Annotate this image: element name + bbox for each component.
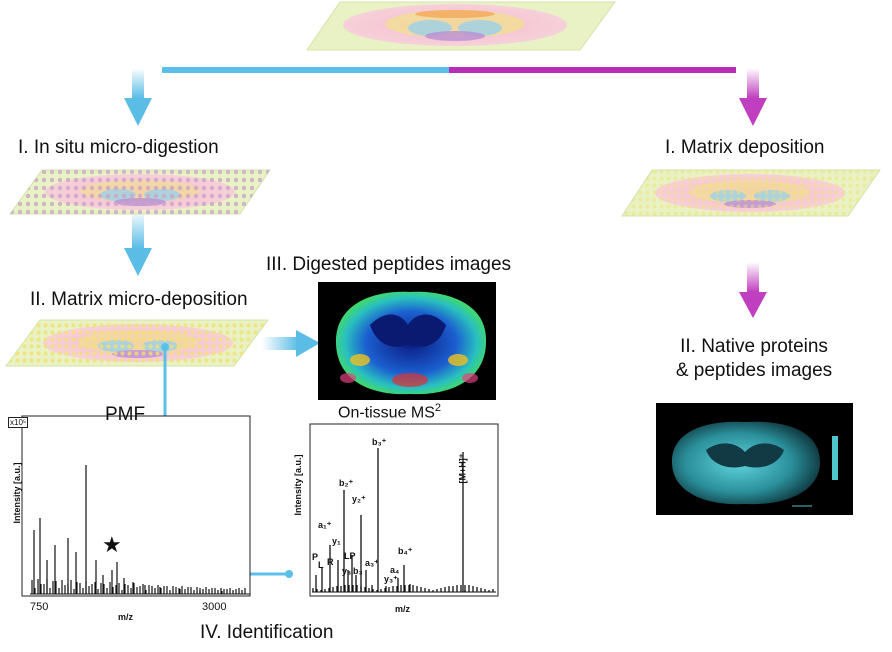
digestion-tissue-slide xyxy=(9,169,271,215)
top-tissue-slide xyxy=(306,1,616,51)
ms2-spectrum xyxy=(309,423,499,597)
right-branch-bar xyxy=(449,67,736,73)
step-digested-images-label: III. Digested peptides images xyxy=(266,254,512,275)
ms2-peak-label: b₃⁺ xyxy=(372,437,387,447)
ms2-x-axis-label: m/z xyxy=(395,604,411,614)
pmf-x-axis-label: m/z xyxy=(118,612,134,622)
matrix-deposition-tissue-slide xyxy=(621,169,881,217)
ms2-peak-label: LP xyxy=(344,551,356,561)
ms2-peak-label: y₁ xyxy=(332,536,341,546)
ms2-peak-label: a₁⁺ xyxy=(318,520,332,530)
left-branch-bar xyxy=(162,67,449,73)
arrow-down-icon xyxy=(124,68,152,126)
ms2-peak-label: b₄⁺ xyxy=(398,546,413,556)
ms2-peak-label: b₃ xyxy=(353,566,363,576)
arrow-down-icon xyxy=(739,68,767,126)
pmf-spectrum xyxy=(21,415,251,597)
pmf-label: PMF xyxy=(105,404,146,425)
pmf-scale-label: x10⁵ xyxy=(8,417,29,428)
step-matrix-micro-deposition-label: II. Matrix micro-deposition xyxy=(30,289,248,310)
ms2-peak-label: P xyxy=(312,552,319,562)
native-proteins-image xyxy=(656,403,853,515)
ms2-peak-label: [M+H]⁺ xyxy=(457,453,468,484)
arrow-right-icon xyxy=(262,330,320,357)
ms2-y-axis-label: Intensity [a.u.] xyxy=(293,454,303,516)
ms2-peak-label: y₂⁺ xyxy=(352,494,366,504)
step-in-situ-digestion-label: I. In situ micro-digestion xyxy=(18,137,219,158)
ms2-peak-label: y₃⁺ xyxy=(384,574,398,584)
pmf-y-axis-label: Intensity [a.u.] xyxy=(12,462,22,524)
pmf-x-min-label: 750 xyxy=(30,601,49,613)
step-identification-label: IV. Identification xyxy=(200,622,334,643)
ms2-peak-label: b₂⁺ xyxy=(339,478,354,488)
ms2-peak-label: a₃⁺ xyxy=(365,558,379,568)
step-native-images-label: II. Native proteins & peptides images xyxy=(675,336,833,381)
ms2-peak-label: a₄ xyxy=(390,565,400,575)
ms2-peak-label: y₃ xyxy=(342,566,352,576)
pmf-x-max-label: 3000 xyxy=(202,601,227,613)
arrow-down-icon xyxy=(739,262,767,318)
micro-deposition-tissue-slide xyxy=(5,319,269,367)
star-icon: ★ xyxy=(102,532,122,557)
digested-peptides-heatmap xyxy=(318,282,496,400)
ms2-peak-label: R xyxy=(327,557,334,567)
arrow-down-icon xyxy=(124,210,152,276)
ms2-peak-label: L xyxy=(318,560,324,570)
on-tissue-ms2-label: On-tissue MS2 xyxy=(338,402,442,422)
step-matrix-deposition-label: I. Matrix deposition xyxy=(665,137,825,158)
